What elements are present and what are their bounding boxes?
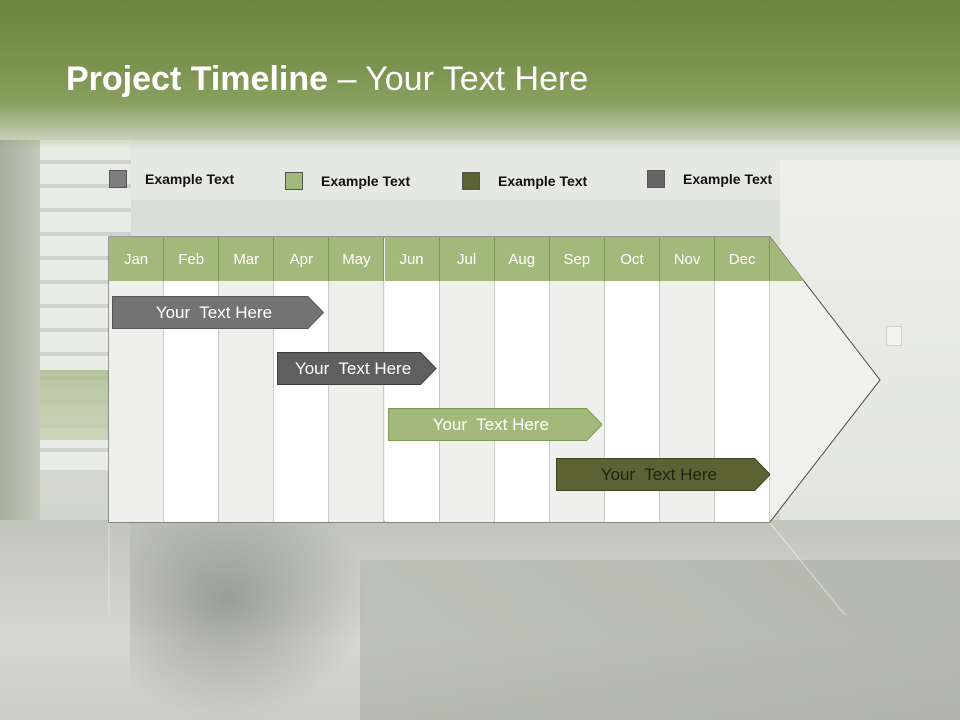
task-bar-label: Your Text Here [294,358,412,378]
legend-item: Example Text [647,170,772,188]
task-bar-label: Your Text Here [432,414,549,434]
page-title: Project Timeline – Your Text Here [66,60,588,99]
month-header: Aug [494,237,550,281]
task-bar: Your Text Here [555,458,771,491]
month-column [439,281,495,522]
background-garden [36,370,116,440]
light-switch [886,326,902,346]
legend-swatch [285,172,303,190]
title-rest: – Your Text Here [328,60,589,98]
task-bar-arrow [387,408,603,441]
title-bold: Project Timeline [66,60,329,98]
task-bar: Your Text Here [277,352,437,385]
task-bar-arrow [277,352,437,385]
month-header: Jan [109,237,165,281]
month-header: Nov [660,237,716,281]
legend-item: Example Text [109,170,234,188]
legend-swatch [109,170,127,188]
task-bar-label: Your Text Here [600,464,717,484]
legend-item: Example Text [462,172,587,190]
legend-label: Example Text [683,171,773,187]
legend-label: Example Text [498,173,588,189]
month-header: May [329,237,385,281]
month-header: Mar [219,237,275,281]
month-header: Sep [549,237,605,281]
legend-label: Example Text [321,173,411,189]
month-header: Jun [384,237,440,281]
legend-swatch [647,170,665,188]
task-bar-shape [387,408,603,441]
header-band [0,0,960,150]
task-bar-label: Your Text Here [155,302,273,322]
month-header: Dec [715,237,771,281]
month-column [329,281,385,522]
month-header: Jul [439,237,495,281]
month-header: Apr [274,237,330,281]
reflection-edge [769,522,846,616]
task-bar: Your Text Here [112,296,324,329]
month-column [384,281,440,522]
task-bar: Your Text Here [387,408,603,441]
legend-label: Example Text [145,171,235,187]
task-bar-arrow [555,458,771,491]
timeline-arrow-header-tip [770,237,804,281]
task-bar-arrow [112,296,324,329]
background-table [360,560,960,720]
task-bar-shape [555,458,771,491]
legend-swatch [462,172,480,190]
task-bar-shape [112,296,324,329]
background-chair-shadow [130,520,370,720]
month-header: Feb [164,237,220,281]
task-bar-shape [277,352,437,385]
legend-item: Example Text [285,172,410,190]
month-header: Oct [604,237,660,281]
month-column [494,281,550,522]
